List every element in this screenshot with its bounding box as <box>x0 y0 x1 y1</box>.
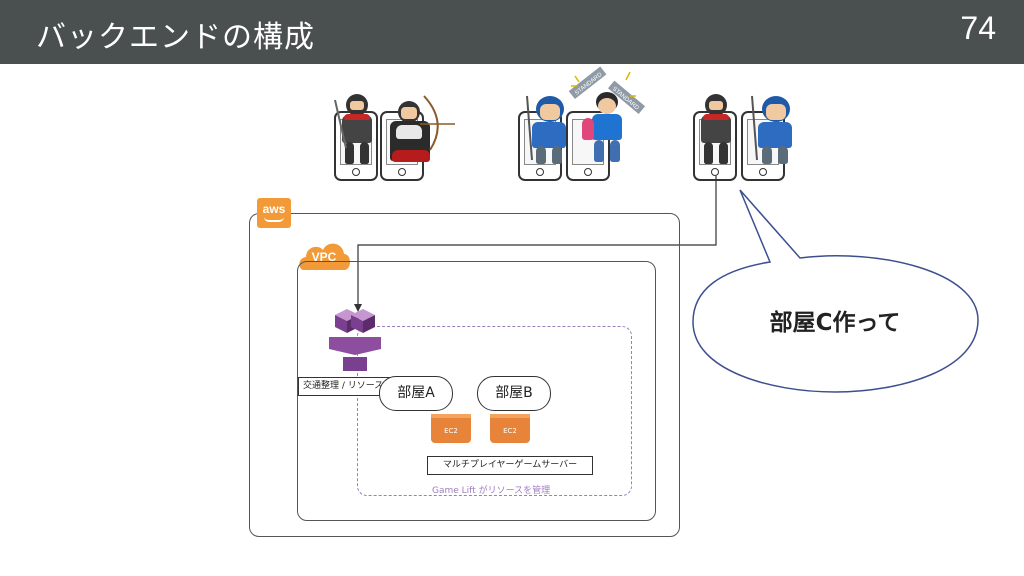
aws-cloud-boundary <box>249 213 680 537</box>
ec2-server-b: EC2 <box>490 414 530 443</box>
request-arrow-head <box>354 304 362 312</box>
slide-header: バックエンドの構成 74 <box>0 0 1024 64</box>
gamelift-label: Game Lift がリソースを管理 <box>432 486 551 496</box>
aws-logo-text: aws <box>262 202 286 216</box>
ninja-character-icon <box>330 92 384 168</box>
trident-icon <box>526 95 533 161</box>
sparkle-icons <box>571 71 636 97</box>
vpc-logo-text: VPC <box>311 250 337 264</box>
gamelift-boundary <box>357 326 632 496</box>
aws-logo: aws <box>257 198 291 228</box>
spear-icon <box>334 99 347 149</box>
gamelift-icon <box>329 309 381 371</box>
room-a: 部屋A <box>379 376 453 411</box>
request-arrow <box>357 176 717 306</box>
bow-icon <box>423 95 439 151</box>
ec2-server-a: EC2 <box>431 414 471 443</box>
room-b: 部屋B <box>477 376 551 411</box>
ninja-character-icon-2 <box>689 92 743 168</box>
vpc-cloud-icon <box>299 243 350 270</box>
slide-title: バックエンドの構成 <box>36 20 315 55</box>
vpc-boundary <box>297 261 656 521</box>
speech-bubble <box>692 189 979 393</box>
page-number: 74 <box>960 10 996 46</box>
speech-bubble-text: 部屋C作って <box>769 310 901 336</box>
multiplayer-server-label: マルチプレイヤーゲームサーバー <box>427 456 593 475</box>
blue-warrior-character-icon <box>522 92 576 168</box>
vpc-logo: VPC <box>299 240 349 272</box>
blue-warrior-character-icon-2 <box>748 92 802 168</box>
hero-character-icon <box>576 84 638 168</box>
archer-character-icon <box>388 95 458 167</box>
trident-icon-2 <box>751 95 758 161</box>
banner-right: STANDARD <box>607 80 646 114</box>
banner-left: STANDARD <box>568 66 607 100</box>
